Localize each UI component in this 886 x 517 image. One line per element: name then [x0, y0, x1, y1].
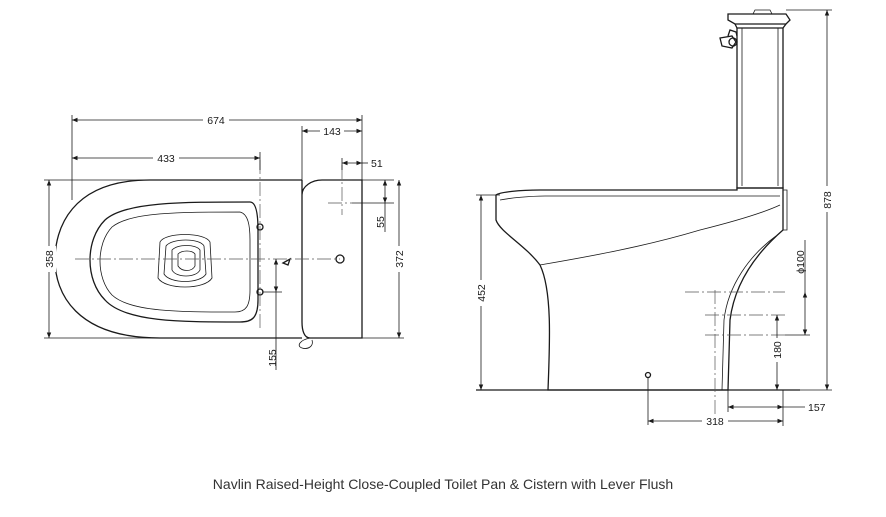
dim-358: 358	[44, 250, 56, 268]
dim-phi100: ϕ100	[795, 250, 807, 274]
plan-view: 674 433 143 51 358 55 372	[42, 113, 406, 370]
dim-318: 318	[706, 416, 724, 428]
drawing-caption: Navlin Raised-Height Close-Coupled Toile…	[212, 476, 674, 492]
dim-180: 180	[772, 341, 784, 359]
cistern-lid	[727, 13, 791, 25]
pan-rim-inner	[99, 211, 251, 313]
pan-rim	[89, 201, 259, 323]
dim-433: 433	[157, 153, 175, 165]
dim-674: 674	[207, 115, 225, 127]
lever-handle	[719, 29, 738, 49]
dim-878: 878	[822, 191, 834, 209]
dim-372: 372	[394, 250, 406, 268]
bowl-water	[157, 234, 213, 288]
dim-157: 157	[808, 402, 826, 414]
dim-143: 143	[323, 126, 341, 138]
dim-452: 452	[476, 284, 488, 302]
pan-body	[495, 187, 784, 391]
dim-51: 51	[371, 158, 383, 170]
side-view: 452 878 ϕ100 180 157 318	[474, 9, 834, 428]
dim-155: 155	[267, 349, 279, 367]
logo-mark	[281, 257, 292, 266]
floor-fixing	[644, 371, 652, 379]
cistern-body	[736, 28, 784, 189]
dim-55: 55	[375, 216, 387, 228]
cistern-plan	[301, 179, 363, 339]
